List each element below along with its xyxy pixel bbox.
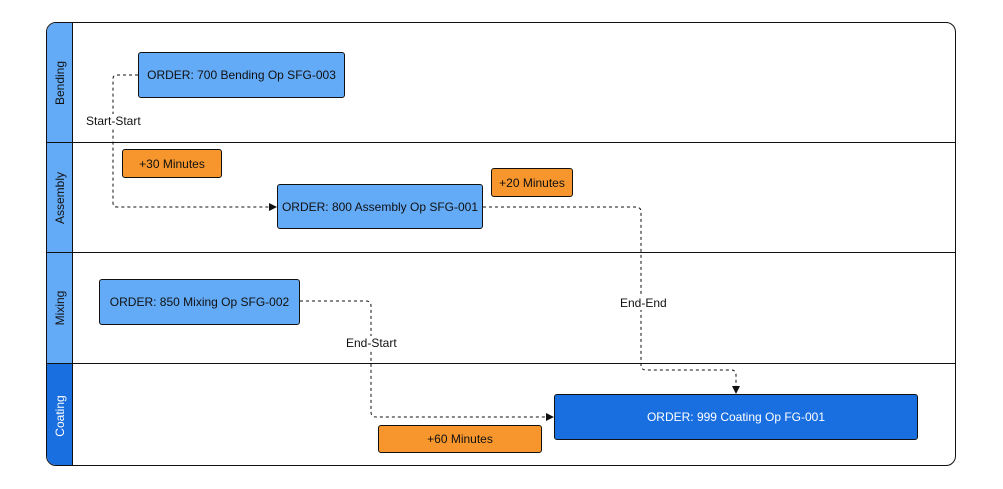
edge-label-end-end: End-End bbox=[620, 296, 667, 310]
duration-tag-30: +30 Minutes bbox=[122, 149, 222, 178]
node-mixing-order[interactable]: ORDER: 850 Mixing Op SFG-002 bbox=[99, 279, 300, 325]
lane-title: Coating bbox=[52, 394, 67, 437]
node-coating-order[interactable]: ORDER: 999 Coating Op FG-001 bbox=[554, 394, 918, 440]
lane-assembly: Assembly bbox=[47, 142, 955, 252]
lane-label-bending: Bending bbox=[47, 23, 73, 142]
lane-title: Mixing bbox=[52, 290, 67, 326]
lane-bending: Bending bbox=[47, 23, 955, 142]
lane-label-coating: Coating bbox=[47, 364, 73, 465]
lane-label-assembly: Assembly bbox=[47, 143, 73, 252]
lane-title: Bending bbox=[52, 60, 67, 105]
duration-tag-60: +60 Minutes bbox=[378, 425, 542, 453]
edge-label-end-start: End-Start bbox=[346, 336, 397, 350]
lane-title: Assembly bbox=[52, 171, 67, 224]
edge-label-start-start: Start-Start bbox=[86, 114, 141, 128]
duration-tag-20: +20 Minutes bbox=[491, 168, 573, 197]
node-bending-order[interactable]: ORDER: 700 Bending Op SFG-003 bbox=[138, 52, 345, 98]
lane-label-mixing: Mixing bbox=[47, 253, 73, 363]
node-assembly-order[interactable]: ORDER: 800 Assembly Op SFG-001 bbox=[277, 184, 483, 229]
